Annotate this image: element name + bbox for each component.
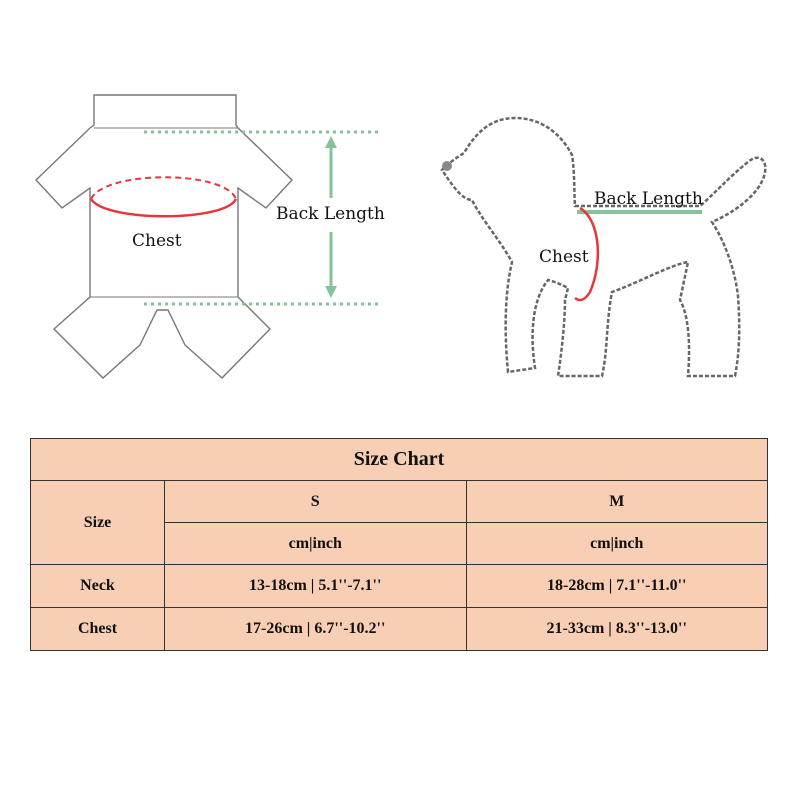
shirt-chest-line-back xyxy=(90,176,237,200)
size-chart-table: Size Chart Size S M cm|inch cm|inch Neck… xyxy=(30,438,768,651)
shirt-diagram: Chest Back Length xyxy=(35,94,385,379)
dog-chest-label: Chest xyxy=(539,247,589,267)
neck-row-label: Neck xyxy=(30,564,165,608)
shirt-chest-line-front xyxy=(89,198,238,218)
size-chart-size-row: Size S M xyxy=(30,480,768,565)
size-chart-section: Size Chart Size S M cm|inch cm|inch Neck… xyxy=(30,438,768,651)
size-m-header: M xyxy=(465,480,768,523)
shirt-outline xyxy=(35,94,293,379)
dog-chest-line xyxy=(574,206,600,302)
neck-size-m: 18-28cm | 7.1''-11.0'' xyxy=(465,564,768,608)
shirt-back-length-label: Back Length xyxy=(276,204,385,224)
shirt-back-length-arrow xyxy=(325,136,337,298)
measurement-diagrams: Chest Back Length Back Length Chest xyxy=(35,94,767,379)
size-header: Size xyxy=(30,480,165,565)
chest-size-m: 21-33cm | 8.3''-13.0'' xyxy=(465,607,768,651)
dog-nose-icon xyxy=(442,161,452,171)
shirt-chest-label: Chest xyxy=(132,231,182,251)
dog-diagram: Back Length Chest xyxy=(440,116,767,378)
size-s-unit: cm|inch xyxy=(164,522,467,565)
size-chart-title: Size Chart xyxy=(30,438,768,481)
size-s-header: S xyxy=(164,480,467,523)
dog-back-length-label: Back Length xyxy=(594,189,703,209)
neck-size-s: 13-18cm | 5.1''-7.1'' xyxy=(164,564,467,608)
size-m-unit: cm|inch xyxy=(465,522,768,565)
table-row: Neck 13-18cm | 5.1''-7.1'' 18-28cm | 7.1… xyxy=(30,564,768,608)
size-chart-title-row: Size Chart xyxy=(30,438,768,481)
table-row: Chest 17-26cm | 6.7''-10.2'' 21-33cm | 8… xyxy=(30,607,768,651)
chest-size-s: 17-26cm | 6.7''-10.2'' xyxy=(164,607,467,651)
dog-outline xyxy=(440,116,767,378)
chest-row-label: Chest xyxy=(30,607,165,651)
